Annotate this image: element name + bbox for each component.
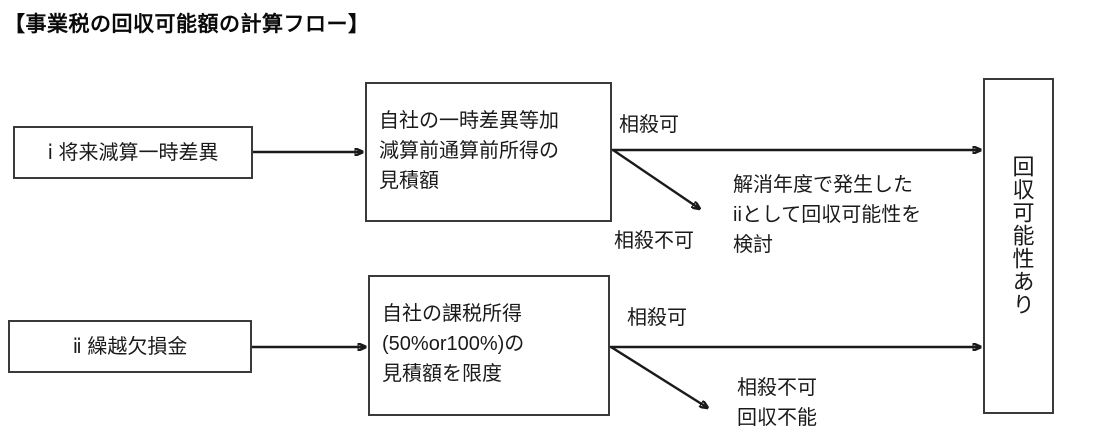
label-top-note: 解消年度で発生した iiとして回収可能性を 検討 [733,174,922,256]
label-top-offsettable: 相殺可 [619,114,679,136]
arrow-middle-bottom-not-offsettable [610,345,708,408]
box-source-i-label: ⅰ 将来減算一時差異 [47,142,219,164]
label-bottom-offsettable: 相殺可 [627,307,687,329]
box-result: 回収可能性あり [983,78,1054,414]
box-source-i: ⅰ 将来減算一時差異 [13,126,253,179]
label-bottom-not-offsettable: 相殺不可 回収不能 [737,377,817,429]
box-source-ii-label: ⅱ 繰越欠損金 [72,336,188,358]
arrow-middle-top-not-offsettable [612,149,700,209]
label-top-not-offsettable: 相殺不可 [614,230,694,252]
page-title: 【事業税の回収可能額の計算フロー】 [4,13,370,36]
box-middle-top: 自社の一時差異等加 減算前通算前所得の 見積額 [365,82,612,222]
box-middle-bottom: 自社の課税所得 (50%or100%)の 見積額を限度 [368,275,610,416]
box-middle-bottom-label: 自社の課税所得 (50%or100%)の 見積額を限度 [382,303,525,385]
box-middle-top-label: 自社の一時差異等加 減算前通算前所得の 見積額 [379,110,559,192]
box-result-label: 回収可能性あり [1009,155,1035,316]
box-source-ii: ⅱ 繰越欠損金 [8,320,252,373]
